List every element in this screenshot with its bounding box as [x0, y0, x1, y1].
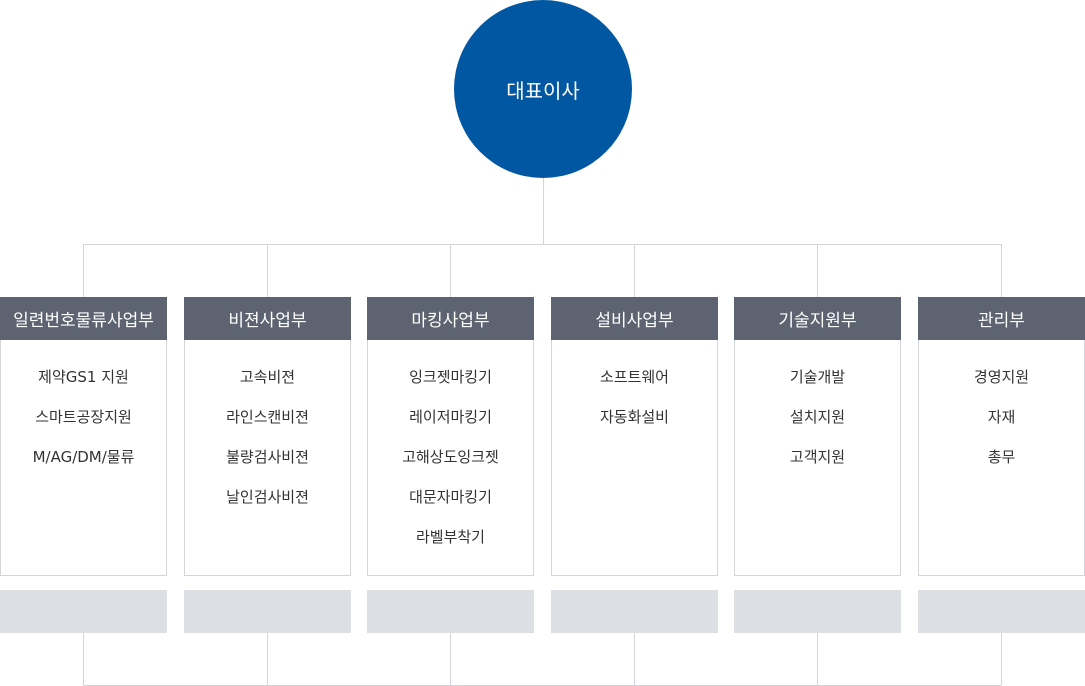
dept-footer — [0, 590, 167, 633]
dept-header: 비젼사업부 — [184, 297, 351, 340]
dept-item: 소프트웨어 — [599, 368, 669, 386]
dept-body: 소프트웨어 자동화설비 — [551, 340, 718, 576]
dept-tech-support: 기술지원부 기술개발 설치지원 고객지원 — [734, 297, 901, 633]
dept-item: 대문자마킹기 — [409, 488, 492, 506]
dept-footer — [918, 590, 1085, 633]
dept-title: 일련번호물류사업부 — [13, 311, 154, 331]
dept-footer — [551, 590, 718, 633]
dept-title: 마킹사업부 — [411, 311, 490, 331]
dept-body: 잉크젯마킹기 레이저마킹기 고해상도잉크젯 대문자마킹기 라벨부착기 — [367, 340, 534, 576]
dept-header: 관리부 — [918, 297, 1085, 340]
dept-title: 비젼사업부 — [228, 311, 307, 331]
dept-item: 날인검사비젼 — [226, 488, 309, 506]
dept-item: 스마트공장지원 — [35, 408, 132, 426]
dept-footer — [367, 590, 534, 633]
dept-item: M/AG/DM/물류 — [32, 448, 135, 466]
dept-item: 고객지원 — [789, 448, 846, 466]
ceo-node: 대표이사 — [454, 0, 632, 178]
dept-body: 고속비젼 라인스캔비젼 불량검사비젼 날인검사비젼 — [184, 340, 351, 576]
dept-footer — [734, 590, 901, 633]
dept-serial-logistics: 일련번호물류사업부 제약GS1 지원 스마트공장지원 M/AG/DM/물류 — [0, 297, 167, 633]
dept-body: 제약GS1 지원 스마트공장지원 M/AG/DM/물류 — [0, 340, 167, 576]
dept-title: 설비사업부 — [595, 311, 674, 331]
dept-management: 관리부 경영지원 자재 총무 — [918, 297, 1085, 633]
dept-header: 기술지원부 — [734, 297, 901, 340]
dept-item: 고해상도잉크젯 — [402, 448, 499, 466]
dept-item: 설치지원 — [789, 408, 846, 426]
dept-title: 관리부 — [978, 311, 1025, 331]
dept-vision: 비젼사업부 고속비젼 라인스캔비젼 불량검사비젼 날인검사비젼 — [184, 297, 351, 633]
dept-item: 레이저마킹기 — [409, 408, 492, 426]
dept-item: 자재 — [987, 408, 1016, 426]
dept-marking: 마킹사업부 잉크젯마킹기 레이저마킹기 고해상도잉크젯 대문자마킹기 라벨부착기 — [367, 297, 534, 633]
dept-item: 불량검사비젼 — [226, 448, 309, 466]
dept-item: 경영지원 — [973, 368, 1030, 386]
dept-item: 기술개발 — [789, 368, 846, 386]
dept-item: 라벨부착기 — [415, 528, 485, 546]
dept-item: 총무 — [987, 448, 1016, 466]
dept-item: 잉크젯마킹기 — [409, 368, 492, 386]
dept-footer — [184, 590, 351, 633]
dept-header: 설비사업부 — [551, 297, 718, 340]
dept-item: 자동화설비 — [599, 408, 669, 426]
ceo-label: 대표이사 — [506, 78, 580, 103]
dept-item: 라인스캔비젼 — [226, 408, 309, 426]
dept-body: 기술개발 설치지원 고객지원 — [734, 340, 901, 576]
dept-header: 일련번호물류사업부 — [0, 297, 167, 340]
dept-title: 기술지원부 — [778, 311, 857, 331]
dept-equipment: 설비사업부 소프트웨어 자동화설비 — [551, 297, 718, 633]
dept-item: 제약GS1 지원 — [38, 368, 129, 386]
dept-header: 마킹사업부 — [367, 297, 534, 340]
dept-body: 경영지원 자재 총무 — [918, 340, 1085, 576]
dept-item: 고속비젼 — [239, 368, 296, 386]
